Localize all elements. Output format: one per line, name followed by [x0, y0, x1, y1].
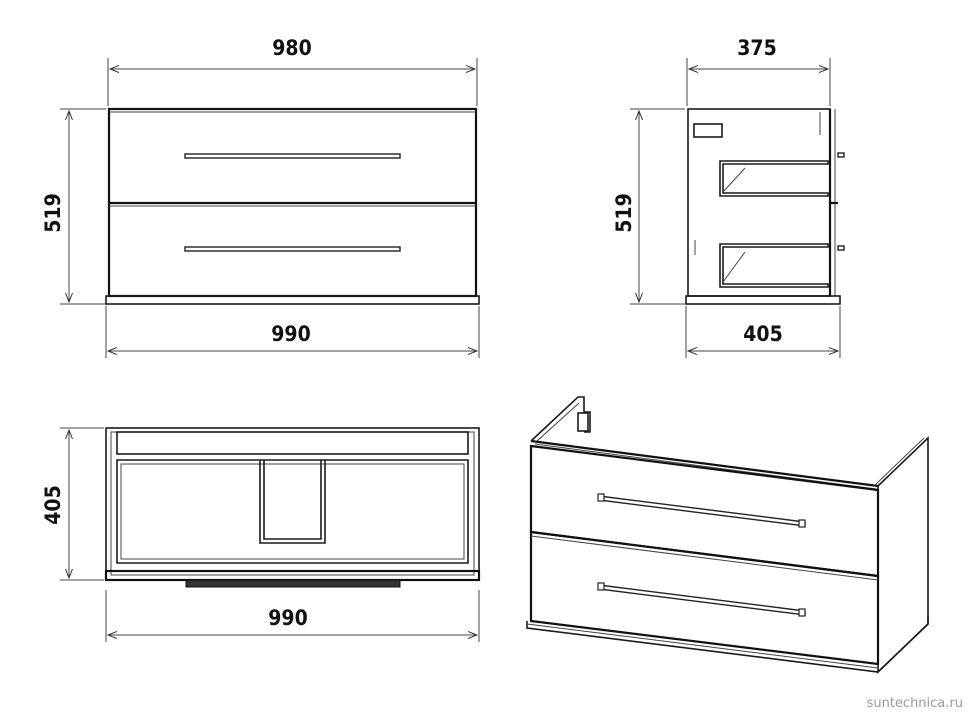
- front-bottom-drawer-handle: [184, 246, 401, 252]
- top-siphon-cutout: [259, 460, 326, 544]
- side-height-label: 519: [612, 193, 636, 232]
- front-width-bottom-dimension: 990: [105, 306, 480, 358]
- top-depth-dimension: 405: [41, 427, 104, 581]
- watermark: suntechnica.ru: [867, 696, 963, 711]
- side-top-handle-stub: [837, 152, 845, 158]
- front-top-drawer-handle: [184, 153, 401, 159]
- front-height-label: 519: [41, 193, 65, 232]
- perspective-bottom-drawer-front: [529, 530, 880, 666]
- front-width-top-label: 980: [272, 36, 311, 60]
- side-top-drawer-profile: [719, 160, 829, 197]
- side-view: 375 519 405: [612, 36, 845, 358]
- side-connector-box: [693, 123, 723, 138]
- side-bottom-drawer-profile: [719, 243, 829, 288]
- side-depth-top-dimension: 375: [686, 36, 831, 106]
- front-height-dimension: 519: [41, 108, 106, 305]
- front-plinth: [105, 295, 480, 305]
- side-height-dimension: 519: [612, 108, 685, 305]
- side-depth-top-label: 375: [737, 36, 776, 60]
- top-depth-label: 405: [41, 485, 65, 524]
- top-view: 405 990: [41, 427, 481, 642]
- side-depth-bottom-label: 405: [743, 322, 782, 346]
- side-plinth: [685, 295, 841, 305]
- top-drawer-box: [116, 459, 469, 564]
- front-width-bottom-label: 990: [271, 322, 310, 346]
- side-depth-bottom-dimension: 405: [685, 306, 841, 358]
- perspective-right-side-panel: [877, 436, 929, 674]
- perspective-top-edge: [530, 439, 879, 488]
- top-handle: [185, 579, 401, 588]
- perspective-back-post: [530, 396, 591, 442]
- top-width-dimension: 990: [105, 590, 480, 642]
- perspective-plinth: [526, 617, 929, 673]
- side-bottom-handle-stub: [837, 245, 845, 251]
- top-width-label: 990: [268, 606, 307, 630]
- perspective-top-drawer-handle: [598, 495, 806, 527]
- perspective-view: [526, 396, 929, 674]
- perspective-bottom-drawer-handle: [598, 584, 806, 616]
- front-view: 980 519 990: [41, 36, 480, 358]
- top-outer-frame: [105, 427, 480, 581]
- front-width-top-dimension: 980: [107, 36, 478, 106]
- top-back-rail: [116, 431, 469, 455]
